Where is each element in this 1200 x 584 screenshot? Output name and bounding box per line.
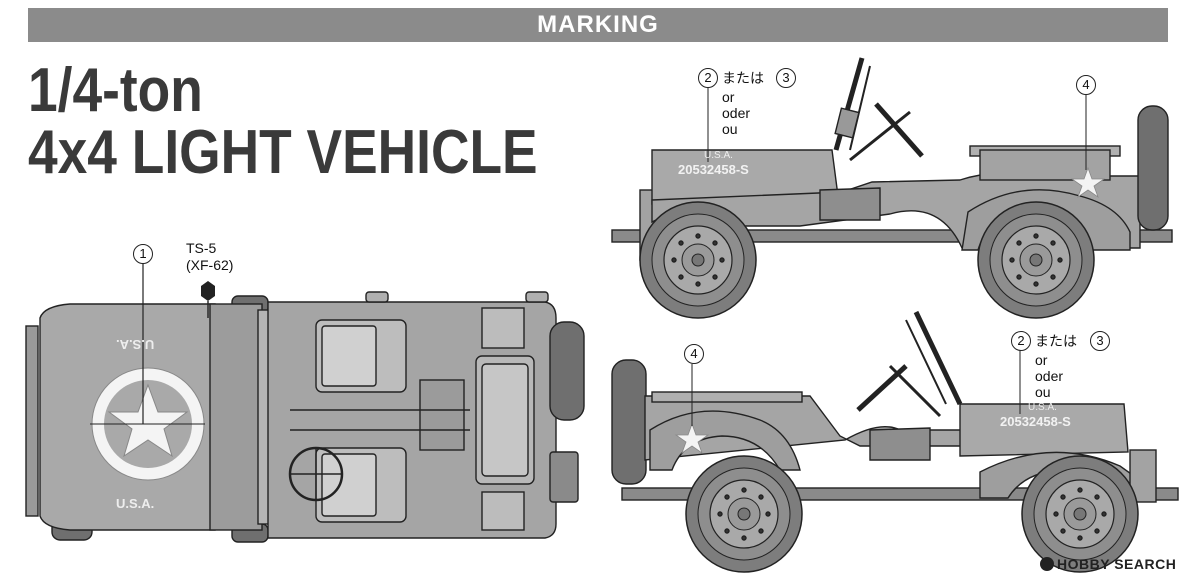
top-view — [25, 262, 585, 543]
or-fr-lower: ou — [1035, 384, 1051, 400]
or-de-upper: oder — [722, 105, 751, 121]
hood-text-bottom: U.S.A. — [116, 496, 155, 511]
header-banner: MARKING — [28, 8, 1168, 42]
marker-2-lower: 2 — [1011, 331, 1031, 351]
marker-4-lower: 4 — [684, 344, 704, 364]
hood-text-top: U.S.A. — [116, 337, 155, 352]
or-en-upper: or — [722, 89, 735, 105]
paint-code-sub-label: (XF-62) — [186, 257, 234, 273]
watermark: HOBBY SEARCH — [1040, 556, 1176, 572]
side-view-right — [611, 57, 1173, 319]
marker-2-upper: 2 — [698, 68, 718, 88]
side-view-left — [611, 310, 1179, 573]
hood-serial-lower: 20532458-S — [1000, 414, 1071, 429]
paint-code-label: TS-5 — [186, 240, 217, 256]
marker-3-upper: 3 — [776, 68, 796, 88]
watermark-logo-icon — [1040, 557, 1054, 571]
or-jp-upper: または — [722, 70, 764, 86]
marker-1-top: 1 — [133, 244, 153, 264]
watermark-text: HOBBY SEARCH — [1057, 556, 1177, 572]
or-fr-upper: ou — [722, 121, 738, 137]
title-line-1: 1/4-ton — [28, 56, 203, 125]
hood-usa-lower: U.S.A. — [1028, 402, 1057, 413]
hood-serial-upper: 20532458-S — [678, 162, 749, 177]
or-en-lower: or — [1035, 352, 1048, 368]
or-jp-lower: または — [1035, 333, 1077, 349]
marker-3-lower: 3 — [1090, 331, 1110, 351]
banner-title: MARKING — [537, 11, 659, 38]
title-line-2: 4x4 LIGHT VEHICLE — [28, 118, 538, 187]
marker-4-upper: 4 — [1076, 75, 1096, 95]
or-de-lower: oder — [1035, 368, 1064, 384]
hood-usa-upper: U.S.A. — [704, 150, 733, 161]
